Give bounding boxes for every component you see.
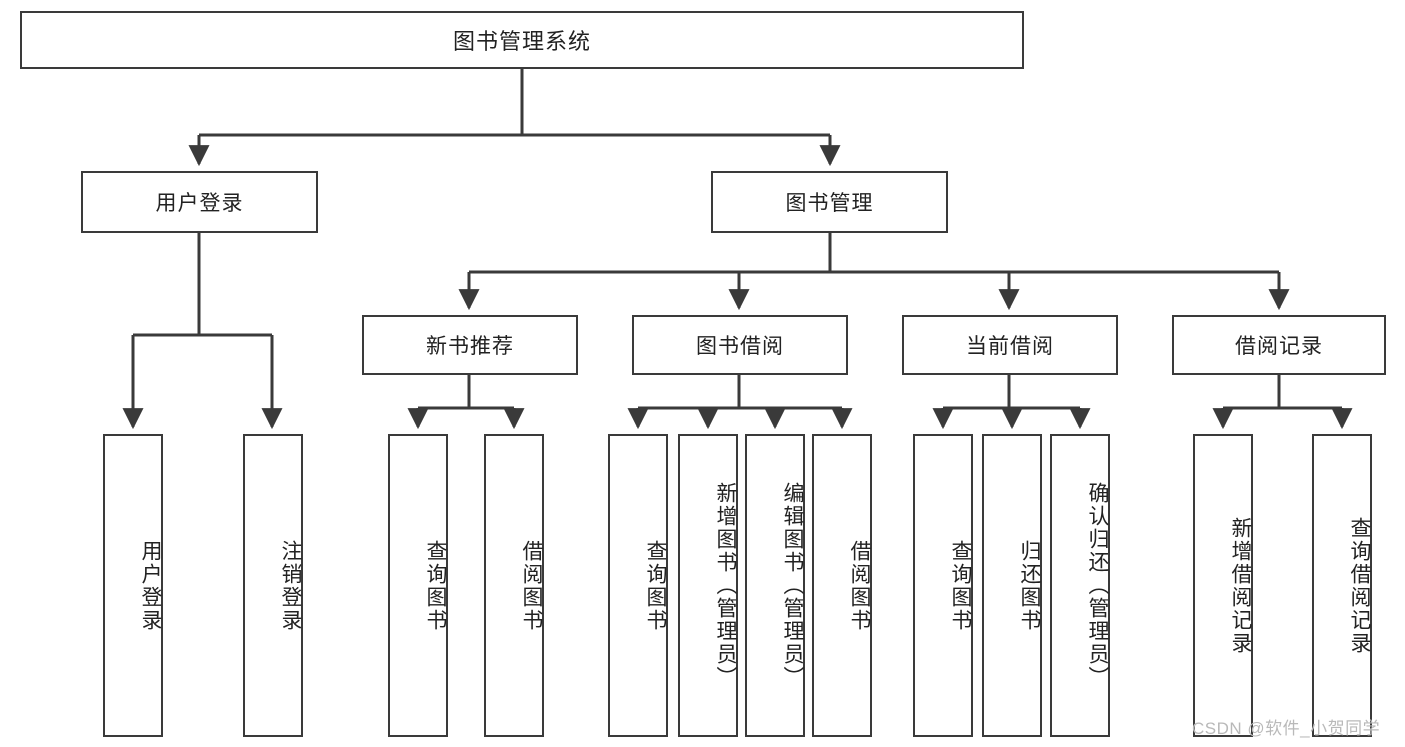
node-leaf-edit-book[interactable]: 编辑图书（管理员） xyxy=(745,434,805,737)
node-borrow-record[interactable]: 借阅记录 xyxy=(1172,315,1386,375)
node-leaf-query-book-3[interactable]: 查询图书 xyxy=(913,434,973,737)
node-leaf-return-book[interactable]: 归还图书 xyxy=(982,434,1042,737)
node-book-borrow[interactable]: 图书借阅 xyxy=(632,315,848,375)
node-book-management[interactable]: 图书管理 xyxy=(711,171,948,233)
node-leaf-add-book[interactable]: 新增图书（管理员） xyxy=(678,434,738,737)
node-leaf-add-record[interactable]: 新增借阅记录 xyxy=(1193,434,1253,737)
node-new-book-recommend[interactable]: 新书推荐 xyxy=(362,315,578,375)
node-root[interactable]: 图书管理系统 xyxy=(20,11,1024,69)
node-leaf-query-book-2[interactable]: 查询图书 xyxy=(608,434,668,737)
node-leaf-confirm-return[interactable]: 确认归还（管理员） xyxy=(1050,434,1110,737)
node-leaf-query-book-1[interactable]: 查询图书 xyxy=(388,434,448,737)
node-current-borrow[interactable]: 当前借阅 xyxy=(902,315,1118,375)
node-user-login[interactable]: 用户登录 xyxy=(81,171,318,233)
node-leaf-query-record[interactable]: 查询借阅记录 xyxy=(1312,434,1372,737)
node-leaf-user-login[interactable]: 用户登录 xyxy=(103,434,163,737)
node-leaf-borrow-book-2[interactable]: 借阅图书 xyxy=(812,434,872,737)
csdn-watermark: CSDN @软件_小贺同学 xyxy=(1192,719,1381,738)
node-leaf-borrow-book-1[interactable]: 借阅图书 xyxy=(484,434,544,737)
node-leaf-user-logout[interactable]: 注销登录 xyxy=(243,434,303,737)
